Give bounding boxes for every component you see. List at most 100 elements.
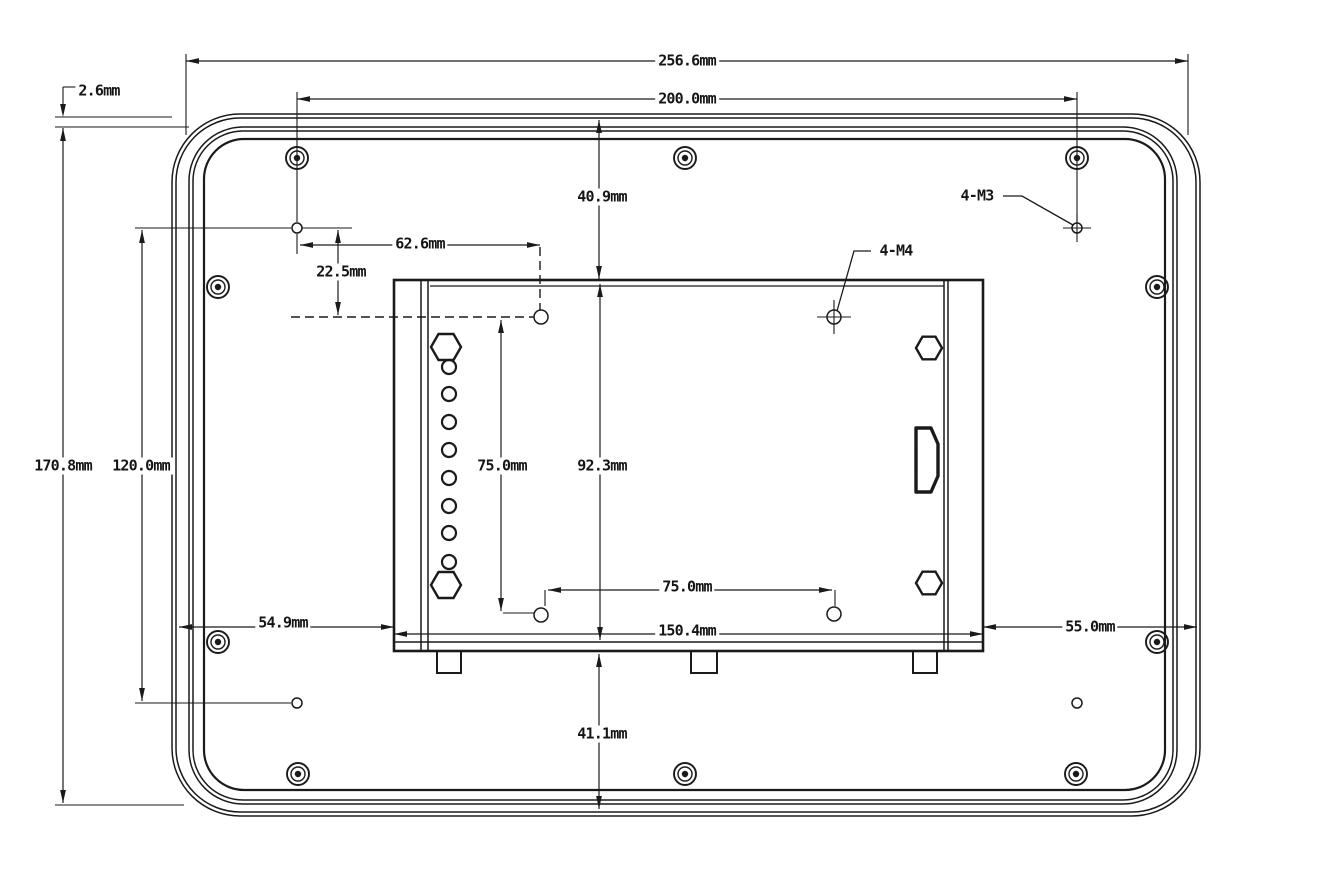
screw-outer [1145, 630, 1169, 654]
screw-inner [1068, 766, 1084, 782]
dimension-arrowhead [179, 624, 192, 630]
dimension-arrowhead [498, 320, 504, 333]
dimension-arrowhead [1064, 96, 1077, 102]
callout-label-4-m3: 4-M3 [957, 187, 997, 205]
dimension-arrowhead [300, 242, 313, 248]
hdmi-port-icon [914, 426, 940, 494]
dimension-arrowhead [186, 58, 199, 64]
m3-mount-hole [1071, 697, 1083, 709]
dimension-arrowhead [1175, 58, 1188, 64]
dimension-arrowhead [335, 302, 341, 315]
screw-inner [210, 634, 226, 650]
pilot-hole [440, 469, 458, 487]
display-case-outline [188, 126, 1178, 805]
screw-inner [677, 766, 693, 782]
dim-label-top-gap: 40.9mm [574, 188, 630, 206]
screw-outer [286, 762, 310, 786]
screw-center-dot [1153, 283, 1161, 291]
pilot-hole [440, 497, 458, 515]
dimension-arrowhead [596, 120, 602, 133]
screw-outer [673, 146, 697, 170]
hex-nut-icon [914, 335, 944, 361]
display-case-outline [175, 117, 1197, 813]
screw-inner [1149, 279, 1165, 295]
dimension-arrowhead [596, 266, 602, 279]
dimension-arrowhead [597, 284, 603, 297]
dimension-arrowhead [819, 587, 832, 593]
pilot-hole [440, 358, 458, 376]
vesa-mount-hole [533, 309, 549, 325]
dimension-arrowhead [596, 796, 602, 809]
screw-center-dot [1072, 770, 1080, 778]
dimension-arrowhead [596, 654, 602, 667]
display-case-outline [192, 130, 1174, 801]
screw-center-dot [1153, 638, 1161, 646]
screw-center-dot [681, 154, 689, 162]
dimension-arrowhead [527, 242, 540, 248]
screw-outer [673, 762, 697, 786]
bracket-foot [912, 650, 938, 674]
screw-outer [1145, 275, 1169, 299]
hex-nut-icon [914, 570, 944, 596]
screw-center-dot [214, 283, 222, 291]
screw-outer [1064, 762, 1088, 786]
dimension-arrowhead [335, 230, 341, 243]
dimension-arrowhead [60, 790, 66, 803]
m3-mount-hole [291, 222, 303, 234]
dimension-arrowhead [297, 96, 310, 102]
pilot-hole [440, 385, 458, 403]
dim-label-bottom-gap: 41.1mm [574, 725, 630, 743]
hex-nut-icon [429, 332, 463, 362]
dim-label-left-gap: 54.9mm [255, 614, 311, 632]
dim-label-vesa-span-x: 75.0mm [659, 578, 715, 596]
callout-leader-line [1003, 195, 1074, 226]
dim-label-height-overall: 170.8mm [31, 457, 95, 475]
pilot-hole [440, 413, 458, 431]
vesa-mount-hole [533, 607, 549, 623]
bracket-foot [436, 650, 462, 674]
dim-label-width-overall: 256.6mm [655, 52, 719, 70]
screw-inner [1149, 634, 1165, 650]
screw-center-dot [294, 770, 302, 778]
screw-inner [677, 150, 693, 166]
dim-label-m3-span-y: 120.0mm [109, 457, 173, 475]
pilot-hole [440, 524, 458, 542]
dimension-arrowhead [498, 598, 504, 611]
dim-label-m3-span-x: 200.0mm [655, 90, 719, 108]
dimension-arrowhead [1184, 624, 1197, 630]
screw-center-dot [214, 638, 222, 646]
dim-label-bezel-rim: 2.6mm [75, 82, 123, 100]
screw-outer [206, 630, 230, 654]
screw-inner [210, 279, 226, 295]
dimension-arrowhead [983, 624, 996, 630]
pilot-hole [440, 553, 458, 571]
screw-inner [290, 766, 306, 782]
dimension-arrowhead [60, 128, 66, 141]
vesa-mount-hole [826, 606, 842, 622]
dimension-arrowhead [394, 631, 407, 637]
dim-label-bracket-width: 150.4mm [655, 622, 719, 640]
callout-label-4-m4: 4-M4 [876, 242, 916, 260]
dimension-arrowhead [970, 631, 983, 637]
dim-label-right-gap: 55.0mm [1062, 618, 1118, 636]
dim-label-m3-offset-x: 62.6mm [392, 235, 448, 253]
screw-outer [206, 275, 230, 299]
m3-mount-hole [291, 697, 303, 709]
screw-center-dot [681, 770, 689, 778]
display-case-outline [202, 137, 1167, 792]
dimension-arrowhead [139, 230, 145, 243]
callout-leader-line [836, 250, 871, 312]
bracket-foot [690, 650, 718, 674]
dimension-arrowhead [60, 104, 66, 117]
dimension-arrowhead [139, 688, 145, 701]
display-case-outline [171, 113, 1201, 817]
dimension-arrowhead [548, 587, 561, 593]
pilot-hole [440, 441, 458, 459]
dim-label-vesa-span-y: 75.0mm [474, 457, 530, 475]
dim-label-bracket-height: 92.3mm [574, 457, 630, 475]
vesa-bracket-outline [392, 278, 985, 653]
hex-nut-icon [429, 570, 463, 600]
dim-label-m3-offset-y: 22.5mm [313, 263, 369, 281]
